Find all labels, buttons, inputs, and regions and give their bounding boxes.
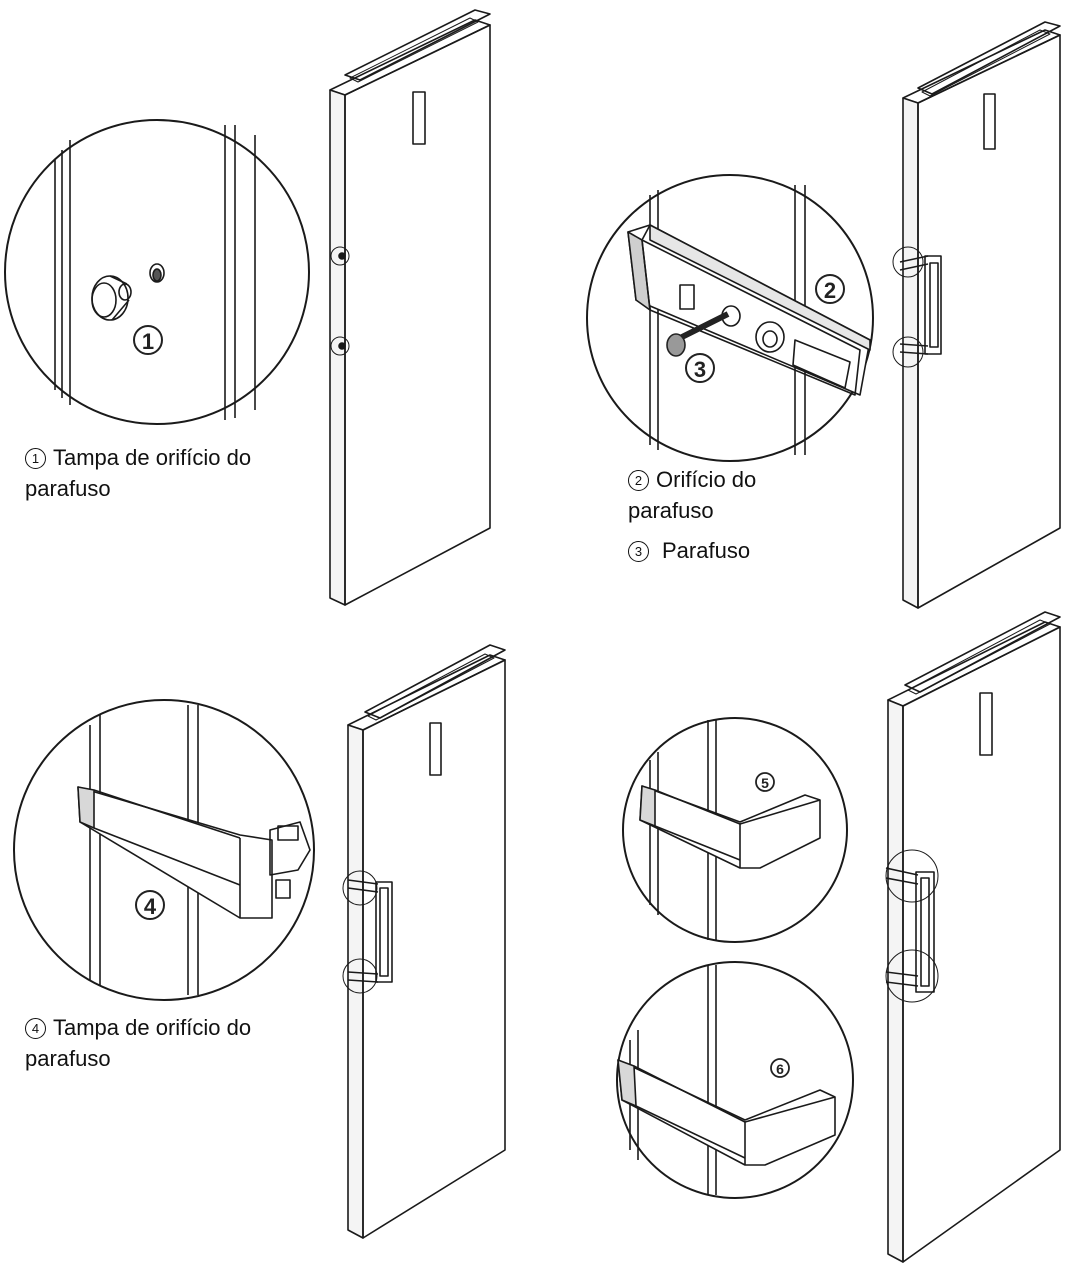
panel-1: 1: [4, 9, 491, 606]
callout-6-marker: 6: [776, 1061, 784, 1077]
panel-3: 4: [13, 644, 506, 1239]
detail-circle-3: 4: [13, 699, 315, 1001]
caption-3-number: 3: [628, 541, 649, 562]
detail-circle-1: 1: [4, 119, 310, 425]
detail-circle-6: 6: [616, 961, 854, 1199]
caption-2-number: 2: [628, 470, 649, 491]
caption-2-line2: parafuso: [628, 498, 714, 523]
panel-4: 5 6: [616, 611, 1061, 1263]
detail-circle-5: 5: [622, 717, 848, 943]
door-1: [329, 9, 491, 606]
callout-5-marker: 5: [761, 775, 769, 791]
detail-circle-2: 2 3: [586, 174, 874, 462]
caption-1-line2: parafuso: [25, 476, 111, 501]
caption-3: 3 Parafuso: [628, 535, 750, 566]
caption-1: 1 Tampa de orifício do parafuso: [25, 442, 251, 504]
callout-3-marker: 3: [694, 357, 706, 382]
callout-1-marker: 1: [142, 329, 154, 354]
caption-3-text: Parafuso: [662, 538, 751, 563]
caption-2-line1: Orifício do: [656, 467, 757, 492]
caption-1-line1: Tampa de orifício do: [53, 445, 252, 470]
caption-4-line1: Tampa de orifício do: [53, 1015, 252, 1040]
caption-1-number: 1: [25, 448, 46, 469]
callout-4-marker: 4: [144, 894, 157, 919]
panel-2: 2 3: [586, 21, 1061, 609]
caption-4-line2: parafuso: [25, 1046, 111, 1071]
callout-2-marker: 2: [824, 278, 836, 303]
door-2: [892, 21, 1061, 609]
door-3: [342, 644, 506, 1239]
caption-2: 2 Orifício do parafuso: [628, 464, 756, 526]
door-4: [885, 611, 1061, 1263]
caption-4-number: 4: [25, 1018, 46, 1039]
caption-4: 4 Tampa de orifício do parafuso: [25, 1012, 251, 1074]
